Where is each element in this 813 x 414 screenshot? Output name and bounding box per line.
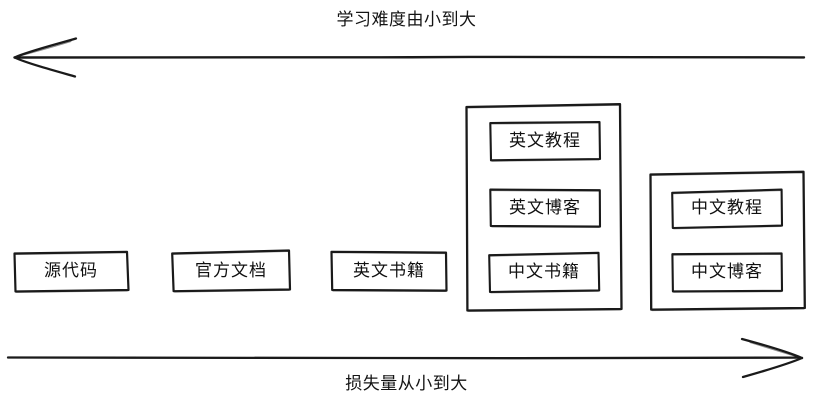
sketch-rect-icon	[671, 188, 784, 230]
bottom-axis-line	[6, 356, 802, 360]
sketch-rect-icon	[330, 250, 448, 292]
sketch-rect-icon	[171, 249, 292, 293]
arrow-right-icon	[740, 337, 804, 379]
sketch-rect-icon	[489, 120, 602, 162]
sketch-rect-icon	[488, 251, 601, 294]
top-axis-line	[14, 55, 806, 59]
node-label: 英文博客	[509, 197, 581, 218]
sketch-rect-icon	[13, 250, 130, 293]
bottom-axis-label: 损失量从小到大	[345, 374, 468, 394]
node-chinese-blog[interactable]: 中文博客	[671, 252, 784, 293]
node-label: 源代码	[44, 261, 98, 281]
node-label: 英文书籍	[353, 261, 425, 281]
sketch-rect-icon	[489, 188, 602, 228]
node-chinese-tutorial[interactable]: 中文教程	[671, 188, 784, 230]
arrow-left-icon	[13, 37, 78, 78]
sketch-rect-icon	[671, 252, 784, 293]
node-source-code[interactable]: 源代码	[13, 250, 130, 293]
node-english-blog[interactable]: 英文博客	[489, 188, 602, 228]
node-label: 中文书籍	[508, 262, 580, 282]
node-chinese-books[interactable]: 中文书籍	[488, 251, 601, 294]
node-english-tutorial[interactable]: 英文教程	[489, 120, 602, 162]
node-official-docs[interactable]: 官方文档	[171, 249, 292, 293]
top-axis-label: 学习难度由小到大	[336, 10, 477, 30]
node-label: 中文博客	[691, 261, 763, 282]
node-label: 官方文档	[195, 260, 267, 281]
node-label: 英文教程	[509, 130, 581, 151]
node-english-books[interactable]: 英文书籍	[330, 250, 448, 292]
node-label: 中文教程	[691, 198, 763, 218]
